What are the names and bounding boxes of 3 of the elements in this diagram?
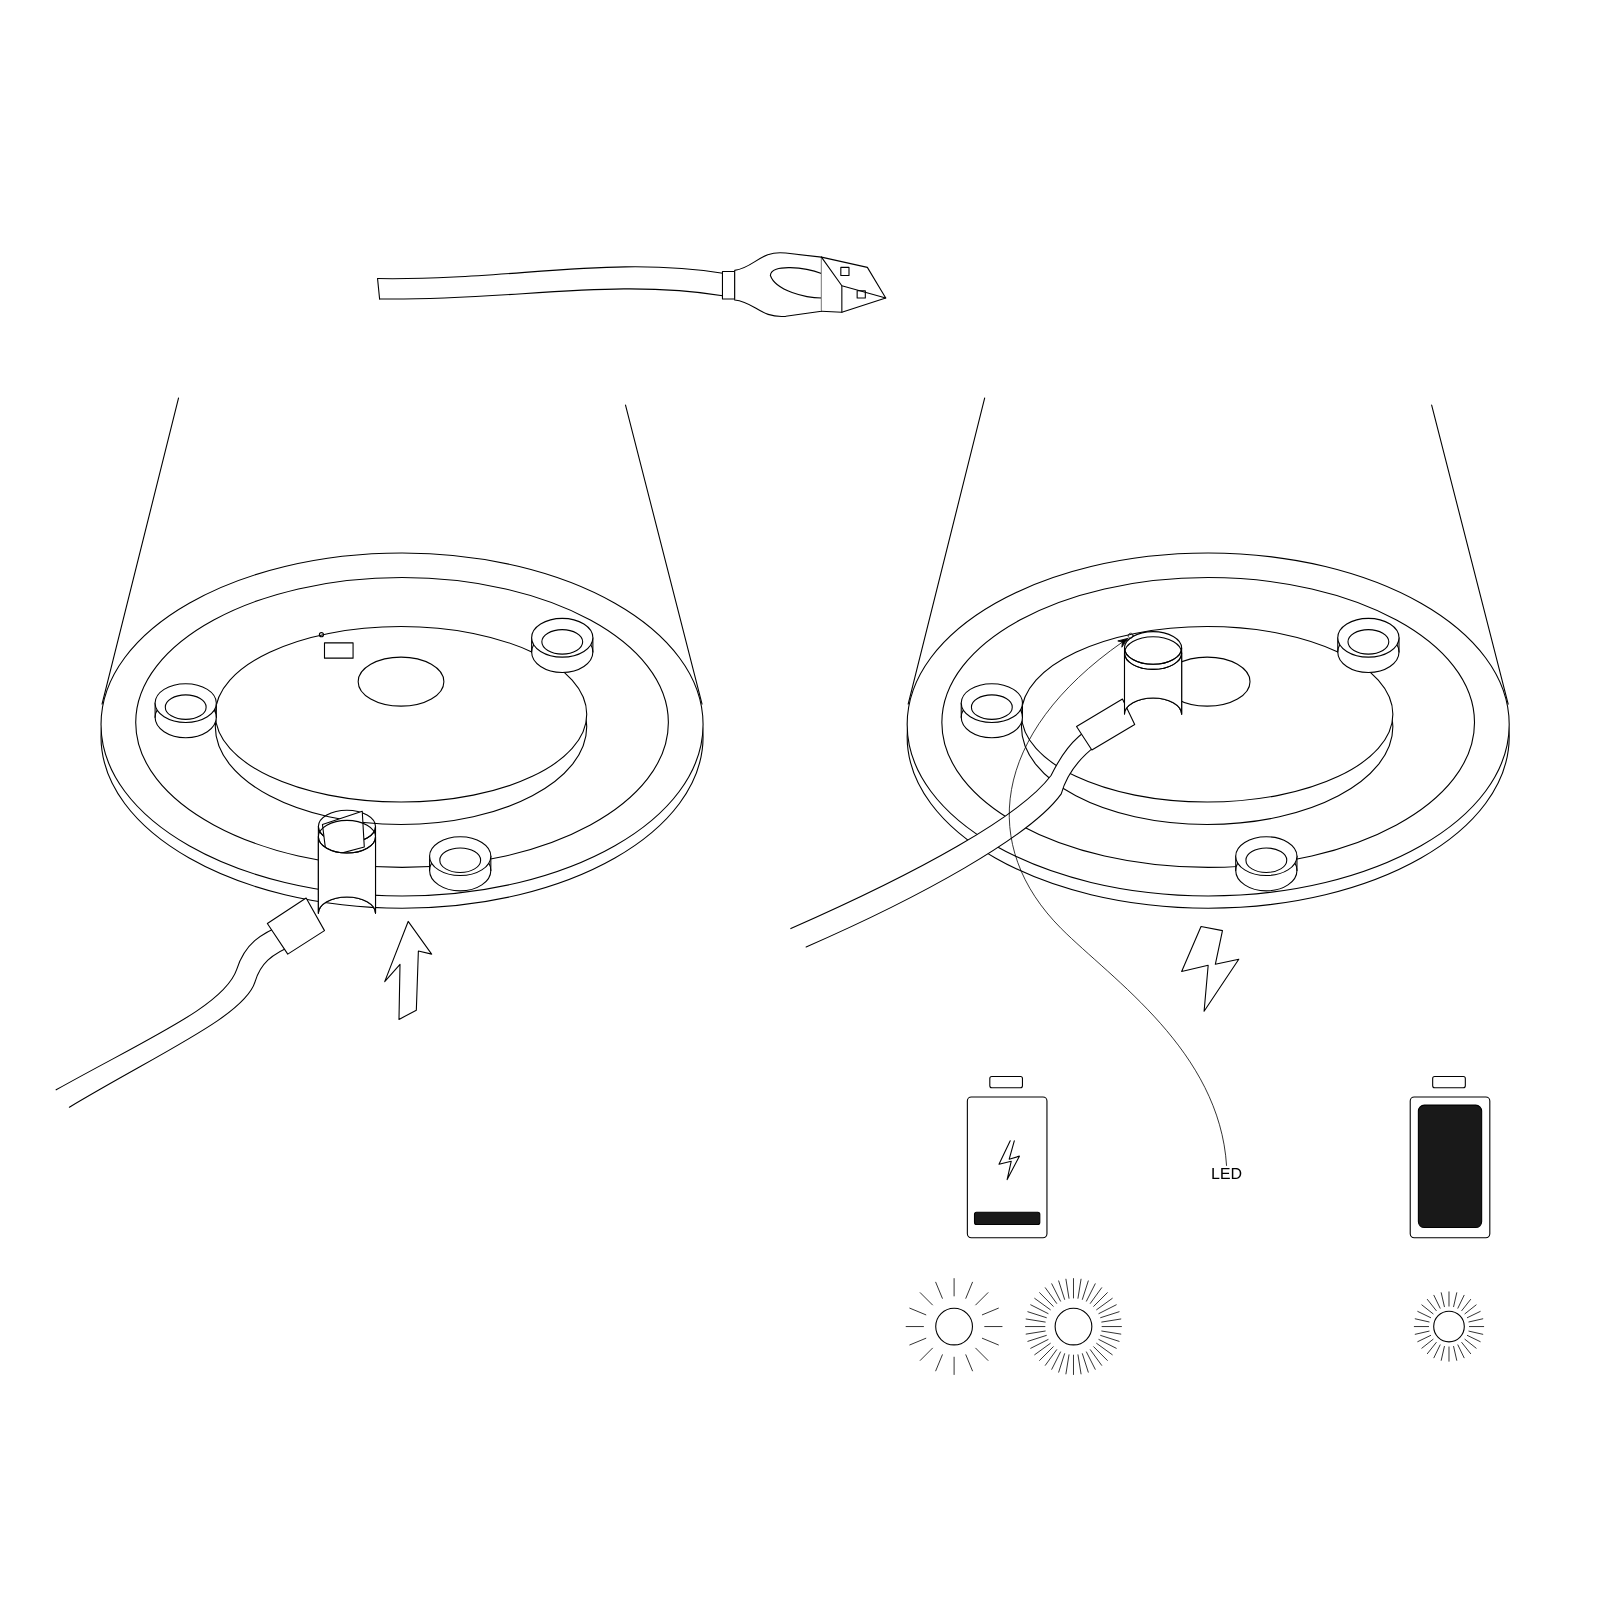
leader-line: [1008, 638, 1227, 1166]
led-indicator: [1127, 632, 1134, 639]
led-label: LED: [1212, 1168, 1242, 1179]
